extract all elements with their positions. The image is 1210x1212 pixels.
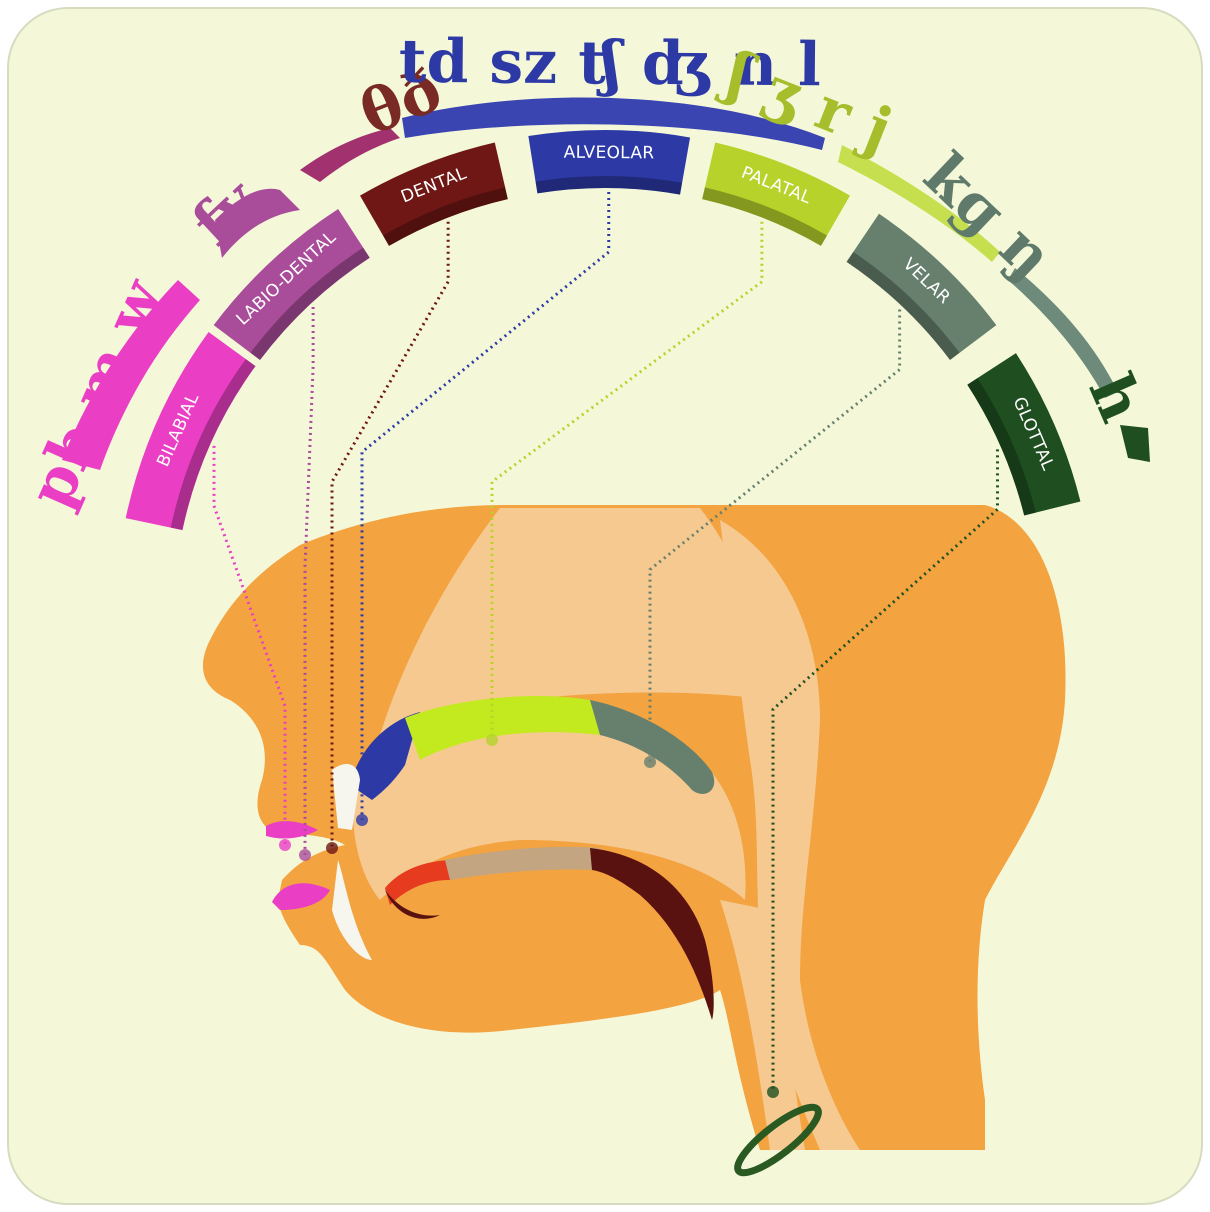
leader-dot-dental	[326, 842, 338, 854]
leader-dot-bilabial	[279, 839, 291, 851]
leader-dot-velar	[644, 756, 656, 768]
leader-dot-glottal	[767, 1086, 779, 1098]
leader-dot-palatal	[486, 734, 498, 746]
leader-dot-labiodental	[299, 849, 311, 861]
leader-dot-alveolar	[356, 814, 368, 826]
label-alveolar: ALVEOLAR	[564, 143, 655, 164]
